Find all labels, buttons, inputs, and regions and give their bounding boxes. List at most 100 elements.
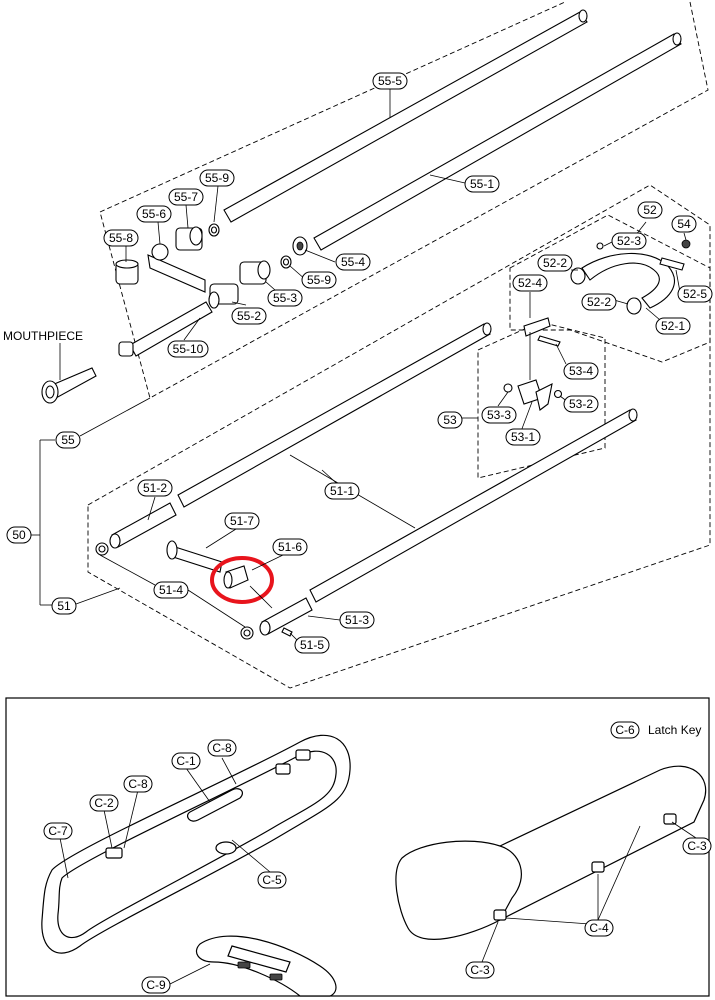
screw-54 xyxy=(681,239,691,249)
callout-54: 54 xyxy=(671,215,697,233)
nut-55-4 xyxy=(292,236,308,256)
svg-text:51: 51 xyxy=(57,599,71,613)
callout-53-4: 53-4 xyxy=(563,362,599,380)
crook-52-1 xyxy=(581,252,675,309)
callout-c2: C-2 xyxy=(89,794,119,812)
screw-53-4 xyxy=(537,335,561,347)
assembly-outline-51 xyxy=(87,184,711,689)
ferrule-52-2-lower xyxy=(626,297,642,315)
callout-c3-right: C-3 xyxy=(682,837,712,855)
screw-51-5 xyxy=(281,627,293,637)
mouthpiece-label: MOUTHPIECE xyxy=(3,329,83,343)
inner-slide-lower xyxy=(309,408,638,603)
svg-text:51-2: 51-2 xyxy=(143,481,167,495)
svg-text:C-8: C-8 xyxy=(128,777,148,791)
callout-55-6: 55-6 xyxy=(136,205,172,223)
callout-51-7: 51-7 xyxy=(224,512,260,530)
callout-51-5: 51-5 xyxy=(294,636,330,654)
svg-text:51-4: 51-4 xyxy=(159,583,183,597)
screw-53-2 xyxy=(553,389,563,399)
mouthpiece-part xyxy=(41,367,97,404)
svg-text:54: 54 xyxy=(677,217,691,231)
callout-c4: C-4 xyxy=(584,919,614,937)
bumper-52-5 xyxy=(659,257,685,271)
svg-text:Latch Key: Latch Key xyxy=(648,723,701,737)
svg-text:55-9: 55-9 xyxy=(307,273,331,287)
sleeve-51-3 xyxy=(259,597,313,636)
case-right xyxy=(395,765,707,940)
callout-52-2-upper: 52-2 xyxy=(537,254,573,272)
tube-55-1 xyxy=(313,32,682,251)
svg-text:C-9: C-9 xyxy=(146,978,166,992)
svg-text:51-7: 51-7 xyxy=(230,514,254,528)
svg-text:C-8: C-8 xyxy=(212,741,232,755)
case-left xyxy=(41,734,351,954)
callout-52-1: 52-1 xyxy=(655,317,691,335)
ring-51-4-left xyxy=(95,542,109,556)
svg-text:C-7: C-7 xyxy=(48,824,68,838)
svg-text:C-2: C-2 xyxy=(94,796,114,810)
callout-51: 51 xyxy=(51,597,77,615)
sleeve-51-2 xyxy=(109,502,177,549)
svg-text:55-8: 55-8 xyxy=(109,231,133,245)
callout-55-4: 55-4 xyxy=(335,253,371,271)
ferrule-52-2-upper xyxy=(570,267,586,285)
callout-55-9-upper: 55-9 xyxy=(199,169,235,187)
callout-55-2: 55-2 xyxy=(231,307,267,325)
svg-text:52-2: 52-2 xyxy=(587,295,611,309)
svg-text:C-4: C-4 xyxy=(589,921,609,935)
svg-text:C-6: C-6 xyxy=(615,723,635,737)
svg-text:55-9: 55-9 xyxy=(205,171,229,185)
svg-text:C-5: C-5 xyxy=(262,873,282,887)
svg-text:55-5: 55-5 xyxy=(378,74,402,88)
svg-text:55: 55 xyxy=(61,433,75,447)
callout-c7: C-7 xyxy=(43,822,73,840)
assembly-outline-55 xyxy=(99,1,709,399)
callout-51-2: 51-2 xyxy=(137,479,173,497)
svg-text:53-4: 53-4 xyxy=(569,364,593,378)
mouthpipe-55-10 xyxy=(118,301,213,357)
callout-51-1: 51-1 xyxy=(324,482,360,500)
ring-51-4-right xyxy=(240,626,254,640)
svg-text:51-1: 51-1 xyxy=(330,484,354,498)
leader-lines-51 xyxy=(39,439,345,646)
callout-55-9-lower: 55-9 xyxy=(301,271,337,289)
callout-52-2-lower: 52-2 xyxy=(581,293,617,311)
svg-text:55-2: 55-2 xyxy=(237,309,261,323)
svg-text:52-5: 52-5 xyxy=(683,287,707,301)
svg-text:55-6: 55-6 xyxy=(142,207,166,221)
callout-53-1: 53-1 xyxy=(505,428,541,446)
callout-52-4: 52-4 xyxy=(512,274,548,292)
callout-53-3: 53-3 xyxy=(481,406,517,424)
slide-lock-51-6 xyxy=(223,565,249,589)
callout-c1: C-1 xyxy=(171,752,201,770)
lock-53-1 xyxy=(517,379,553,411)
svg-text:55-7: 55-7 xyxy=(174,190,198,204)
svg-text:53: 53 xyxy=(443,413,457,427)
screw-52-3 xyxy=(596,242,604,250)
svg-text:C-1: C-1 xyxy=(176,754,196,768)
callout-c8-upper: C-8 xyxy=(207,739,237,757)
svg-text:52-1: 52-1 xyxy=(661,319,685,333)
svg-text:52-4: 52-4 xyxy=(518,276,542,290)
svg-text:55-10: 55-10 xyxy=(173,342,204,356)
svg-text:55-3: 55-3 xyxy=(273,291,297,305)
ring-55-9-lower xyxy=(280,255,292,269)
callout-52-3: 52-3 xyxy=(611,232,647,250)
svg-text:C-3: C-3 xyxy=(470,963,490,977)
callout-55-5: 55-5 xyxy=(372,72,408,90)
callout-55-3: 55-3 xyxy=(267,289,303,307)
callout-51-6: 51-6 xyxy=(272,538,308,556)
callout-52: 52 xyxy=(637,201,663,219)
brace-52-4 xyxy=(523,317,551,380)
svg-text:53-3: 53-3 xyxy=(487,408,511,422)
callout-c5: C-5 xyxy=(257,871,287,889)
callout-c3-bottom: C-3 xyxy=(465,961,495,979)
callout-55-10: 55-10 xyxy=(167,340,209,358)
callout-c9: C-9 xyxy=(141,976,171,994)
svg-text:52-3: 52-3 xyxy=(617,234,641,248)
callout-55: 55 xyxy=(55,431,81,449)
assembly-outline-52 xyxy=(509,214,711,363)
svg-text:51-6: 51-6 xyxy=(278,540,302,554)
